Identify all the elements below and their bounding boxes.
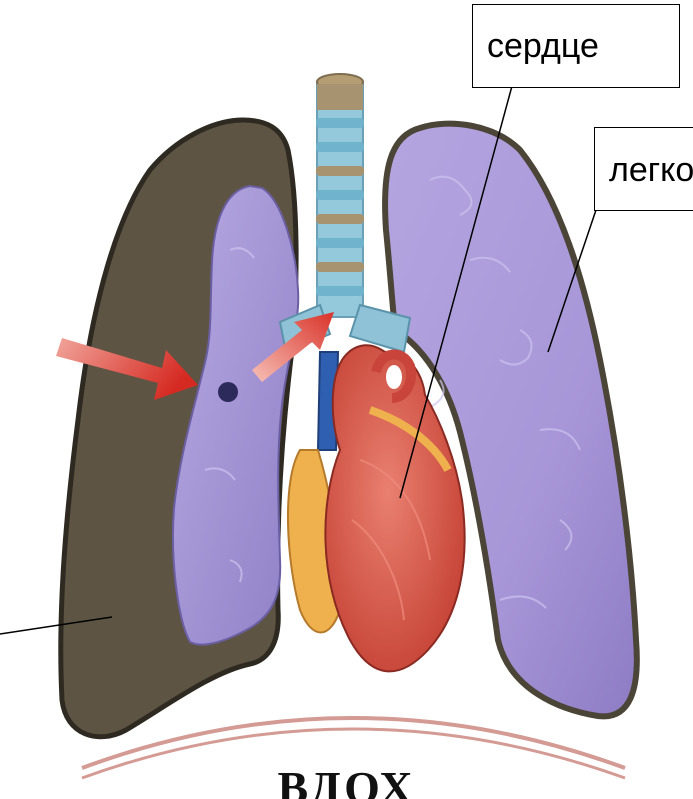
heart-label-text: сердце: [487, 27, 599, 65]
heart: [288, 345, 465, 671]
inhale-caption: ВДОХ: [0, 761, 693, 799]
heart-label: сердце: [472, 4, 680, 88]
lung-label-text: легкое: [609, 151, 693, 189]
lung-label: легкое: [594, 127, 693, 211]
bronchus-opening: [218, 382, 238, 402]
